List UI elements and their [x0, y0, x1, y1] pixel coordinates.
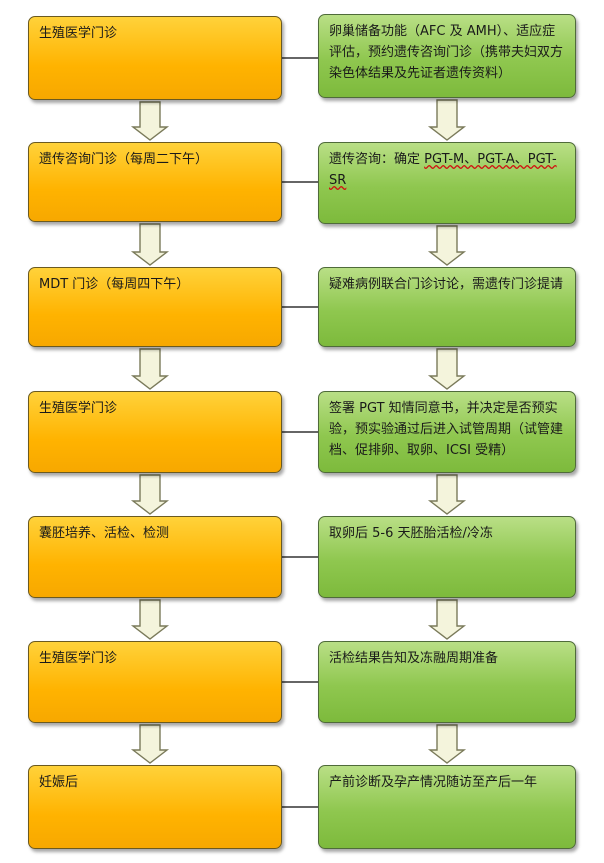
left-box-7-text: 妊娠后: [39, 775, 79, 790]
right-box-3: 疑难病例联合门诊讨论，需遗传门诊提请: [318, 267, 576, 347]
right-box-5: 取卵后 5-6 天胚胎活检/冷冻: [318, 516, 576, 598]
down-arrow-left-1: [130, 101, 170, 141]
left-box-4: 生殖医学门诊: [28, 391, 282, 473]
left-box-1: 生殖医学门诊: [28, 16, 282, 100]
down-arrow-right-5: [427, 599, 467, 640]
right-box-2-emph: PGT-M、PGT-A、PGT-SR: [329, 152, 557, 188]
right-box-2-text: 遗传咨询：确定 PGT-M、PGT-A、PGT-SR: [329, 149, 565, 191]
right-box-1-text: 卵巢储备功能（AFC 及 AMH）、适应症评估，预约遗传咨询门诊（携带夫妇双方染…: [329, 24, 564, 81]
down-arrow-left-4: [130, 474, 170, 515]
down-arrow-left-6: [130, 724, 170, 764]
right-box-1: 卵巢储备功能（AFC 及 AMH）、适应症评估，预约遗传咨询门诊（携带夫妇双方染…: [318, 14, 576, 98]
down-arrow-left-3: [130, 348, 170, 390]
right-box-7: 产前诊断及孕产情况随访至产后一年: [318, 765, 576, 849]
down-arrow-right-1: [427, 99, 467, 141]
left-box-5-text: 囊胚培养、活检、检测: [39, 526, 170, 541]
left-box-7: 妊娠后: [28, 765, 282, 849]
left-box-5: 囊胚培养、活检、检测: [28, 516, 282, 598]
left-box-6-text: 生殖医学门诊: [39, 651, 118, 666]
right-box-5-text: 取卵后 5-6 天胚胎活检/冷冻: [329, 526, 493, 541]
left-box-3: MDT 门诊（每周四下午）: [28, 267, 282, 347]
left-box-4-text: 生殖医学门诊: [39, 401, 118, 416]
left-box-2: 遗传咨询门诊（每周二下午）: [28, 142, 282, 222]
down-arrow-right-4: [427, 474, 467, 515]
left-box-2-text: 遗传咨询门诊（每周二下午）: [39, 152, 209, 167]
right-box-2: 遗传咨询：确定 PGT-M、PGT-A、PGT-SR: [318, 142, 576, 224]
down-arrow-right-2: [427, 225, 467, 266]
right-box-7-text: 产前诊断及孕产情况随访至产后一年: [329, 775, 538, 790]
right-box-4: 签署 PGT 知情同意书，并决定是否预实验，预实验通过后进入试管周期（试管建档、…: [318, 391, 576, 473]
left-box-6: 生殖医学门诊: [28, 641, 282, 723]
down-arrow-left-5: [130, 599, 170, 640]
right-box-6-text: 活检结果告知及冻融周期准备: [329, 651, 499, 666]
right-box-4-text: 签署 PGT 知情同意书，并决定是否预实验，预实验通过后进入试管周期（试管建档、…: [329, 401, 564, 458]
down-arrow-right-3: [427, 348, 467, 390]
right-box-6: 活检结果告知及冻融周期准备: [318, 641, 576, 723]
left-box-1-text: 生殖医学门诊: [39, 26, 118, 41]
right-box-2-prefix: 遗传咨询：确定: [329, 152, 425, 167]
down-arrow-right-6: [427, 724, 467, 764]
right-box-3-text: 疑难病例联合门诊讨论，需遗传门诊提请: [329, 277, 564, 292]
down-arrow-left-2: [130, 223, 170, 266]
left-box-3-text: MDT 门诊（每周四下午）: [39, 277, 190, 292]
